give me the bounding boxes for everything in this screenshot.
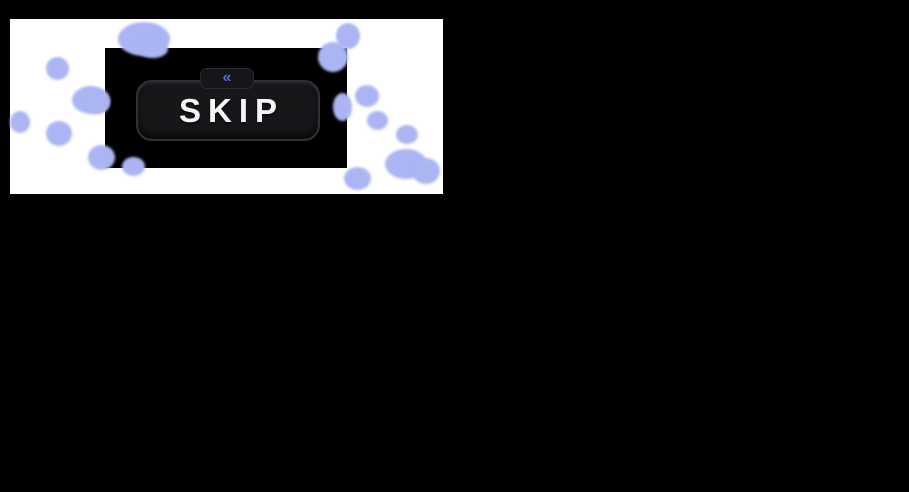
- collapse-button[interactable]: «: [200, 68, 254, 89]
- skip-button-label: SKIP: [178, 91, 285, 129]
- game-panel: « SKIP: [10, 19, 443, 194]
- skip-overlay: « SKIP: [105, 48, 347, 168]
- skip-button[interactable]: SKIP: [136, 80, 320, 141]
- double-chevron-left-icon: «: [222, 68, 232, 86]
